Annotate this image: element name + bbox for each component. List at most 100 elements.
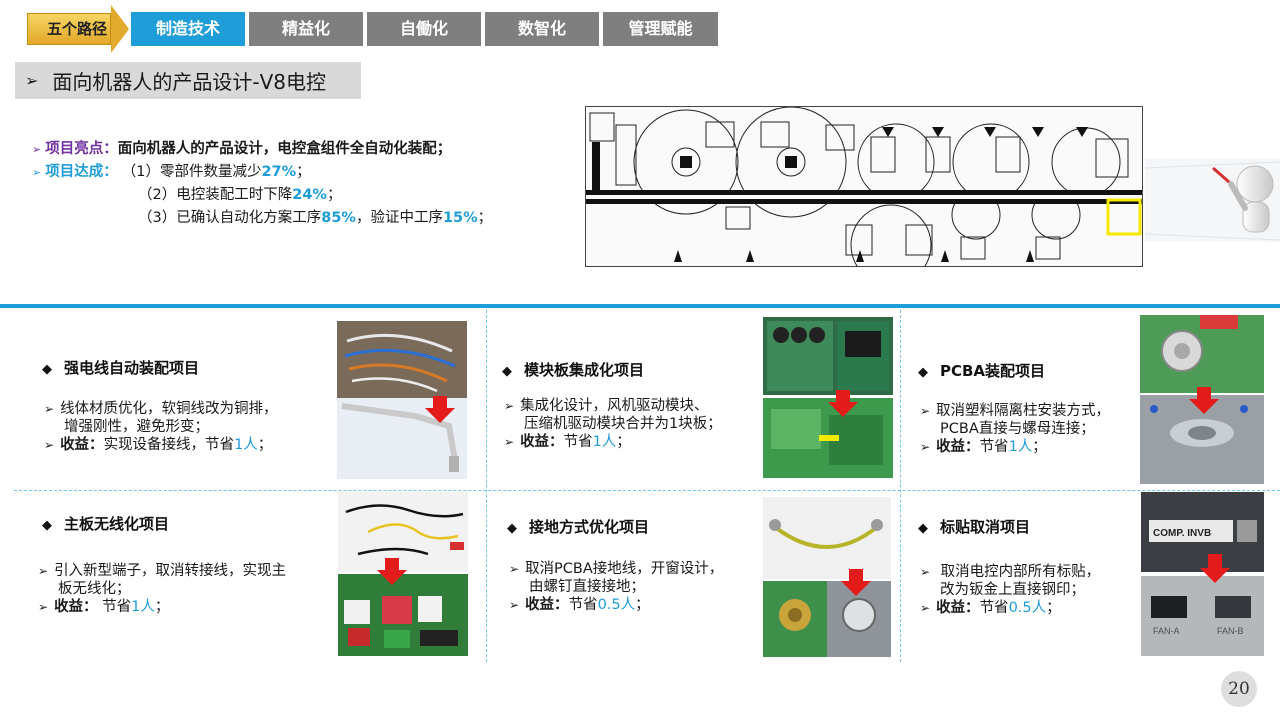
gain-value: 0.5人 — [597, 597, 636, 613]
label-removal-photo: COMP. INVB FAN-A FAN-B — [1141, 492, 1264, 656]
grounding-wire-photo — [763, 497, 891, 657]
diamond-bullet-icon: ◆ — [502, 364, 512, 379]
thinking-figure-image — [1144, 150, 1280, 246]
project-title-text: 主板无线化项目 — [64, 515, 170, 533]
gain-label: 收益： — [520, 434, 564, 450]
arrow-right-icon: ➢ — [920, 565, 931, 579]
gain-value: 0.5人 — [1008, 600, 1047, 616]
project-title-text: 接地方式优化项目 — [529, 518, 650, 536]
project-title-text: 标贴取消项目 — [940, 518, 1031, 536]
desc-line: 改为钣金上直接钢印； — [940, 582, 1085, 598]
gain-suffix: ； — [635, 597, 650, 613]
column-divider — [900, 310, 901, 662]
gain-label: 收益： — [936, 600, 980, 616]
arrow-right-icon: ➢ — [25, 71, 39, 90]
project-description: ➢取消PCBA接地线，开窗设计， 由螺钉直接接地； ➢收益：节省0.5人； — [509, 560, 723, 614]
tab-jidoka[interactable]: 自働化 — [367, 12, 481, 46]
section-title: ➢ 面向机器人的产品设计-V8电控 — [15, 62, 361, 99]
result-label: 项目达成： — [45, 164, 118, 180]
arrow-right-icon: ➢ — [920, 404, 931, 418]
tab-lean[interactable]: 精益化 — [249, 12, 363, 46]
project-description: ➢ 集成化设计，风机驱动模块、 压缩机驱动模块合并为1块板； ➢ 收益：节省1人； — [504, 397, 722, 451]
tab-digital[interactable]: 数智化 — [485, 12, 599, 46]
project-description: ➢ 线体材质优化，软铜线改为铜排， 增强刚性，避免形变； ➢ 收益：实现设备接线，节… — [44, 400, 278, 454]
row-divider — [14, 490, 1280, 491]
project-title-text: 强电线自动装配项目 — [64, 359, 200, 377]
project-title: ◆强电线自动装配项目 — [42, 357, 199, 378]
gain-value: 1人 — [592, 434, 617, 450]
project-title: ◆ 标贴取消项目 — [918, 516, 1030, 537]
gain-value: 1人 — [1008, 439, 1033, 455]
project-title: ◆ 模块板集成化项目 — [502, 359, 644, 380]
result-3-value: 85% — [321, 210, 356, 226]
desc-line: 集成化设计，风机驱动模块、 — [520, 398, 709, 414]
tab-manufacturing-tech[interactable]: 制造技术 — [131, 12, 245, 46]
result-2-suffix: ； — [326, 187, 342, 203]
gain-text: 实现设备接线，节省 — [103, 437, 235, 453]
gain-label: 收益： — [60, 437, 104, 453]
page-number: 20 — [1221, 671, 1257, 707]
result-3-prefix: （3）已确认自动化方案工序 — [138, 210, 322, 226]
highlight-label: 项目亮点： — [45, 141, 118, 157]
gain-text: 节省 — [563, 434, 593, 450]
copper-busbar-photo — [337, 321, 467, 479]
arrow-right-icon: ➢ — [44, 438, 55, 452]
arrow-right-icon: ➢ — [32, 166, 42, 179]
column-divider — [486, 310, 487, 662]
desc-line: 取消电控内部所有标贴， — [936, 564, 1101, 580]
result-2-value: 24% — [292, 187, 327, 203]
desc-line: 取消塑料隔离柱安装方式， — [936, 403, 1111, 419]
diamond-bullet-icon: ◆ — [918, 521, 928, 536]
arrow-right-icon: ➢ — [504, 435, 515, 449]
result-1-suffix: ； — [296, 164, 311, 180]
nav-tabs: 制造技术 精益化 自働化 数智化 管理赋能 — [131, 12, 718, 46]
diamond-bullet-icon: ◆ — [507, 521, 517, 536]
section-title-text: 面向机器人的产品设计-V8电控 — [52, 70, 327, 94]
arrow-right-icon: ➢ — [38, 564, 49, 578]
gain-suffix: ； — [616, 434, 631, 450]
driver-board-photo — [763, 317, 893, 478]
gain-text: 节省 — [979, 439, 1009, 455]
desc-line: 引入新型端子，取消转接线，实现主 — [54, 563, 287, 579]
pcba-standoff-photo — [1140, 315, 1264, 484]
comp-label-text: COMP. INVB — [1153, 528, 1211, 539]
result-3-suffix: ； — [477, 210, 493, 226]
project-description: ➢引入新型端子，取消转接线，实现主 板无线化； ➢收益： 节省1人； — [38, 562, 286, 616]
result-1-value: 27% — [261, 164, 297, 180]
gain-value: 1人 — [234, 437, 258, 453]
arrow-right-icon: ➢ — [920, 601, 931, 615]
arrow-right-icon: ➢ — [44, 402, 55, 416]
desc-line: PCBA直接与螺母连接； — [940, 421, 1095, 437]
assembly-line-diagram — [585, 106, 1143, 286]
arrow-right-icon: ➢ — [504, 399, 515, 413]
section-divider — [0, 304, 1280, 308]
desc-line: 增强刚性，避免形变； — [64, 419, 209, 435]
tab-management[interactable]: 管理赋能 — [603, 12, 718, 46]
project-description: ➢ 取消电控内部所有标贴， 改为钣金上直接钢印； ➢ 收益：节省0.5人； — [920, 563, 1100, 617]
project-title: ◆ 接地方式优化项目 — [507, 516, 649, 537]
highlight-text: 面向机器人的产品设计，电控盒组件全自动化装配； — [117, 141, 452, 157]
project-description: ➢取消塑料隔离柱安装方式， PCBA直接与螺母连接； ➢收益：节省1人； — [920, 402, 1110, 456]
gain-text: 节省 — [97, 599, 132, 615]
gain-suffix: ； — [1032, 439, 1047, 455]
result-3-value2: 15% — [442, 210, 478, 226]
result-3-middle: ，验证中工序 — [355, 210, 443, 226]
project-title: ◆ 主板无线化项目 — [42, 513, 169, 534]
gain-value: 1人 — [131, 599, 155, 615]
desc-line: 线体材质优化，软铜线改为铜排， — [60, 401, 278, 417]
project-title: ◆PCBA装配项目 — [918, 360, 1045, 381]
arrow-right-icon: ➢ — [509, 562, 520, 576]
gain-suffix: ； — [154, 599, 170, 615]
diamond-bullet-icon: ◆ — [918, 365, 928, 380]
desc-line: 压缩机驱动模块合并为1块板； — [524, 416, 722, 432]
gain-text: 节省 — [979, 600, 1009, 616]
project-summary: ➢ 项目亮点： 面向机器人的产品设计，电控盒组件全自动化装配； ➢ 项目达成： … — [32, 138, 492, 230]
gain-label: 收益： — [525, 597, 569, 613]
fan-b-label: FAN-B — [1217, 626, 1244, 636]
project-title-text: 模块板集成化项目 — [524, 361, 645, 379]
arrow-right-icon: ➢ — [38, 600, 49, 614]
gain-suffix: ； — [1046, 600, 1061, 616]
desc-line: 板无线化； — [58, 581, 131, 597]
diamond-bullet-icon: ◆ — [42, 518, 52, 533]
wireless-terminal-photo — [338, 492, 468, 656]
